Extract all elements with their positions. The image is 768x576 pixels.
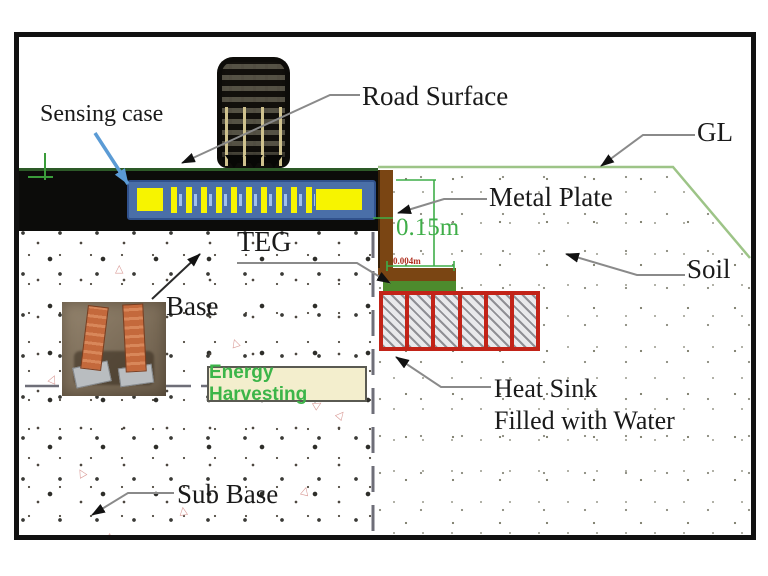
heat-sink-cell xyxy=(487,295,510,347)
load-arrow-shaft xyxy=(279,107,282,166)
heat-sink-label-line1: Heat Sink xyxy=(494,374,598,403)
depth-dimension-label: 0.15m xyxy=(396,214,460,241)
gl-label: GL xyxy=(697,117,733,147)
leader-metal-plate xyxy=(397,198,487,214)
energy-harvesting-label: Energy Harvesting xyxy=(209,362,308,405)
annotation-lines xyxy=(25,94,751,535)
field-photo-inset xyxy=(62,302,166,396)
dimension-lines-green xyxy=(373,179,455,271)
metal-plate-vertical xyxy=(378,170,393,281)
sub-base-label: Sub Base xyxy=(177,479,279,509)
load-arrow-shaft xyxy=(243,107,246,166)
load-arrow-shaft xyxy=(261,107,264,166)
leader-soil xyxy=(565,252,685,276)
heat-sink-cell xyxy=(461,295,484,347)
sensing-case-box xyxy=(127,180,376,220)
metal-plate-horizontal xyxy=(378,268,456,281)
gl-tick-left xyxy=(28,153,53,180)
load-arrow-head-icon xyxy=(245,155,263,168)
teg-module-right xyxy=(316,189,362,210)
photo-teg-bar xyxy=(122,303,147,373)
tire-icon xyxy=(217,57,290,168)
heat-sink-cell xyxy=(409,295,432,347)
leader-heat-sink xyxy=(395,356,491,388)
metal-plate-label: Metal Plate xyxy=(489,182,613,212)
heat-sink-box xyxy=(379,291,540,351)
heat-sink-cell xyxy=(513,295,537,347)
soil-label: Soil xyxy=(687,254,731,284)
load-arrow-shaft xyxy=(225,107,228,166)
gl-line xyxy=(378,165,751,259)
heat-sink-cell xyxy=(383,295,406,347)
load-arrow-head-icon xyxy=(265,155,283,168)
leader-road-surface xyxy=(181,94,360,164)
base-label: Base xyxy=(166,291,219,321)
teg-element-array xyxy=(171,187,314,213)
energy-harvesting-badge: Energy Harvesting xyxy=(207,362,367,405)
heat-sink-cell xyxy=(435,295,458,347)
leader-teg xyxy=(237,262,391,284)
sensing-case-label: Sensing case xyxy=(40,101,164,127)
thickness-dimension-label: 0.004m xyxy=(393,256,421,266)
leader-base xyxy=(151,253,201,300)
heat-sink-label: Heat Sink Filled with Water xyxy=(494,373,734,437)
leader-sensing-case xyxy=(93,132,130,185)
leader-sub-base xyxy=(91,492,174,516)
teg-label: TEG xyxy=(237,227,292,258)
load-arrow-head-icon xyxy=(225,155,243,168)
diagram-frame: Energy Harvesting xyxy=(14,32,756,540)
soil-layer-texture xyxy=(375,170,751,535)
heat-sink-label-line2: Filled with Water xyxy=(494,406,675,435)
road-surface-label: Road Surface xyxy=(362,81,509,111)
leader-gl xyxy=(600,134,695,167)
teg-module-left xyxy=(137,188,163,211)
